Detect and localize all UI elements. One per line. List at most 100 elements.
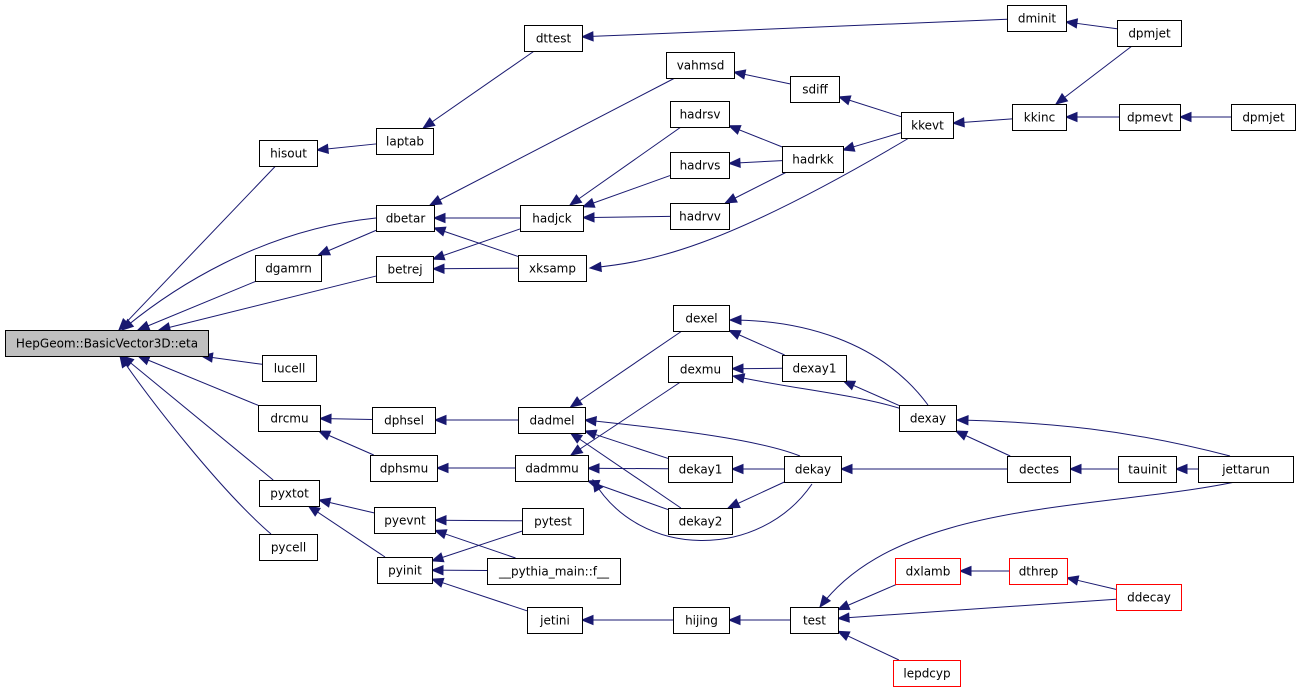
node-dpmjet-right[interactable]: dpmjet: [1231, 104, 1296, 131]
node-box[interactable]: [377, 557, 433, 584]
node-dthrep[interactable]: dthrep: [1009, 558, 1068, 585]
node-vahmsd[interactable]: vahmsd: [666, 52, 735, 79]
node-dekay[interactable]: dekay: [784, 456, 842, 483]
node-lucell[interactable]: lucell: [262, 355, 317, 382]
node-dttest[interactable]: dttest: [524, 25, 583, 52]
node-hisout[interactable]: hisout: [259, 140, 318, 167]
node-dadmmu[interactable]: dadmmu: [515, 455, 589, 482]
node-xksamp[interactable]: xksamp: [518, 255, 587, 282]
node-box[interactable]: [370, 455, 438, 482]
node-laptab[interactable]: laptab: [376, 128, 434, 155]
node-box[interactable]: [527, 607, 583, 634]
node-box[interactable]: [790, 76, 840, 103]
node-box[interactable]: [259, 480, 320, 507]
node-box[interactable]: [1119, 104, 1181, 131]
node-box[interactable]: [1116, 584, 1182, 611]
node-box[interactable]: [522, 508, 584, 535]
node-box[interactable]: [524, 25, 583, 52]
node-hadrsv[interactable]: hadrsv: [670, 101, 730, 128]
node-box[interactable]: [376, 205, 435, 232]
node-hijing[interactable]: hijing: [673, 607, 730, 634]
node-dectes[interactable]: dectes: [1007, 456, 1071, 483]
node-pythia-main[interactable]: __pythia_main::f__: [487, 558, 621, 585]
node-box[interactable]: [784, 456, 842, 483]
node-dxlamb[interactable]: dxlamb: [895, 558, 961, 585]
node-hadjck[interactable]: hadjck: [520, 205, 584, 232]
node-box[interactable]: [1231, 104, 1296, 131]
node-box[interactable]: [670, 101, 730, 128]
node-dexel[interactable]: dexel: [673, 305, 730, 332]
node-box[interactable]: [259, 140, 318, 167]
node-pyinit[interactable]: pyinit: [377, 557, 433, 584]
node-box[interactable]: [1012, 104, 1067, 131]
node-box[interactable]: [668, 456, 733, 483]
node-box[interactable]: [1118, 456, 1177, 483]
node-tauinit[interactable]: tauinit: [1118, 456, 1177, 483]
node-pyxtot[interactable]: pyxtot: [259, 480, 320, 507]
node-box[interactable]: [376, 128, 434, 155]
node-dminit[interactable]: dminit: [1007, 5, 1067, 32]
node-box[interactable]: [1009, 558, 1068, 585]
node-ddecay[interactable]: ddecay: [1116, 584, 1182, 611]
node-box[interactable]: [518, 255, 587, 282]
node-box[interactable]: [258, 405, 321, 432]
node-box[interactable]: [668, 356, 733, 383]
node-dexay[interactable]: dexay: [899, 405, 957, 432]
node-box[interactable]: [1198, 456, 1294, 483]
node-drcmu[interactable]: drcmu: [258, 405, 321, 432]
node-box[interactable]: [259, 534, 318, 561]
node-box[interactable]: [899, 405, 957, 432]
node-jettarun[interactable]: jettarun: [1198, 456, 1294, 483]
node-dpmjet-top[interactable]: dpmjet: [1117, 20, 1182, 47]
node-dbetar[interactable]: dbetar: [376, 205, 435, 232]
node-box[interactable]: [374, 507, 436, 534]
node-dadmel[interactable]: dadmel: [518, 407, 586, 434]
node-box[interactable]: [372, 407, 436, 434]
node-box[interactable]: [790, 607, 839, 634]
node-box[interactable]: [255, 255, 322, 282]
node-box[interactable]: [670, 152, 730, 179]
node-box[interactable]: [5, 330, 209, 357]
node-kkevt[interactable]: kkevt: [901, 112, 954, 139]
node-dpmevt[interactable]: dpmevt: [1119, 104, 1181, 131]
node-pytest[interactable]: pytest: [522, 508, 584, 535]
node-box[interactable]: [1007, 456, 1071, 483]
node-pyevnt[interactable]: pyevnt: [374, 507, 436, 534]
node-hadrvv[interactable]: hadrvv: [670, 203, 730, 230]
node-box[interactable]: [1007, 5, 1067, 32]
node-box[interactable]: [262, 355, 317, 382]
node-box[interactable]: [673, 607, 730, 634]
node-box[interactable]: [895, 558, 961, 585]
node-pycell[interactable]: pycell: [259, 534, 318, 561]
node-dexmu[interactable]: dexmu: [668, 356, 733, 383]
node-hadrvs[interactable]: hadrvs: [670, 152, 730, 179]
node-box[interactable]: [668, 508, 733, 535]
node-sdiff[interactable]: sdiff: [790, 76, 840, 103]
node-dexay1[interactable]: dexay1: [782, 355, 847, 382]
node-test[interactable]: test: [790, 607, 839, 634]
node-dgamrn[interactable]: dgamrn: [255, 255, 322, 282]
node-eta[interactable]: HepGeom::BasicVector3D::eta: [5, 330, 209, 357]
node-box[interactable]: [670, 203, 730, 230]
node-box[interactable]: [515, 455, 589, 482]
node-box[interactable]: [901, 112, 954, 139]
node-hadrkk[interactable]: hadrkk: [782, 146, 844, 173]
node-dphsmu[interactable]: dphsmu: [370, 455, 438, 482]
node-box[interactable]: [782, 146, 844, 173]
node-box[interactable]: [520, 205, 584, 232]
node-jetini[interactable]: jetini: [527, 607, 583, 634]
node-box[interactable]: [666, 52, 735, 79]
node-kkinc[interactable]: kkinc: [1012, 104, 1067, 131]
node-box[interactable]: [782, 355, 847, 382]
node-betrej[interactable]: betrej: [376, 256, 434, 283]
node-dekay2[interactable]: dekay2: [668, 508, 733, 535]
node-box[interactable]: [673, 305, 730, 332]
node-box[interactable]: [1117, 20, 1182, 47]
node-dphsel[interactable]: dphsel: [372, 407, 436, 434]
node-box[interactable]: [487, 558, 621, 585]
node-box[interactable]: [893, 660, 961, 687]
node-lepdcyp[interactable]: lepdcyp: [893, 660, 961, 687]
node-box[interactable]: [518, 407, 586, 434]
node-dekay1[interactable]: dekay1: [668, 456, 733, 483]
node-box[interactable]: [376, 256, 434, 283]
